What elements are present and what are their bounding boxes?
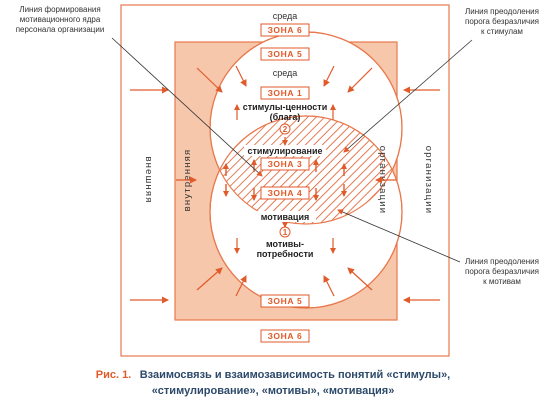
inner-vertical-arrows xyxy=(234,104,336,254)
zone-1: ЗОНА 1 xyxy=(260,86,310,100)
caption-line1: Взаимосвязь и взаимозависимость понятий … xyxy=(140,369,451,381)
svg-text:ЗОНА 6: ЗОНА 6 xyxy=(268,331,303,341)
svg-text:ЗОНА 6: ЗОНА 6 xyxy=(268,25,303,35)
lens-arrows xyxy=(223,159,347,201)
svg-text:ЗОНА 5: ЗОНА 5 xyxy=(268,49,303,59)
caption-line2: «стимулирование», «мотивы», «мотивация» xyxy=(152,385,395,397)
svg-text:персонала организации: персонала организации xyxy=(16,25,105,34)
text-stimulirovanie: стимулирование xyxy=(247,146,322,156)
svg-text:2: 2 xyxy=(283,125,288,134)
svg-text:Рис. 1. Взаимосвязь и вз: Рис. 1. Взаимосвязь и взаимозависимость … xyxy=(96,365,451,382)
svg-text:к стимулам: к стимулам xyxy=(481,27,523,36)
svg-text:мотивационного ядра: мотивационного ядра xyxy=(20,15,101,24)
zone-5-bottom: ЗОНА 5 xyxy=(260,294,310,308)
text-stimuly-blaga: (блага) xyxy=(270,112,301,122)
svg-text:ЗОНА 4: ЗОНА 4 xyxy=(268,188,303,198)
text-motivatsiya: мотивация xyxy=(261,212,310,222)
svg-text:1: 1 xyxy=(283,228,288,237)
callout-right-bottom: Линия преодоления порога безразличия к м… xyxy=(465,257,539,286)
svg-text:порога безразличия: порога безразличия xyxy=(465,17,539,26)
text-potrebnosti: потребности xyxy=(257,249,314,259)
marker-2: 2 xyxy=(279,123,291,135)
text-stimuly: стимулы-ценности xyxy=(243,102,328,112)
callout-right-top: Линия преодоления порога безразличия к с… xyxy=(465,7,539,36)
figure-caption: Рис. 1. Взаимосвязь и взаимозависимость … xyxy=(96,365,451,397)
svg-text:ЗОНА 5: ЗОНА 5 xyxy=(268,296,303,306)
zone-4: ЗОНА 4 xyxy=(260,186,310,200)
callout-lines xyxy=(111,37,473,263)
label-sreda-outer: среда xyxy=(273,11,298,21)
svg-text:Линия преодоления: Линия преодоления xyxy=(465,257,539,266)
inflow-arrows xyxy=(130,65,440,304)
label-sreda-inner: среда xyxy=(273,68,298,78)
svg-text:ЗОНА 3: ЗОНА 3 xyxy=(268,159,303,169)
svg-text:к мотивам: к мотивам xyxy=(483,277,521,286)
svg-text:Линия преодоления: Линия преодоления xyxy=(465,7,539,16)
zone-6-top: ЗОНА 6 xyxy=(260,23,310,37)
callout-left: Линия формирования мотивационного ядра п… xyxy=(16,5,105,34)
svg-text:ЗОНА 1: ЗОНА 1 xyxy=(268,88,303,98)
zone-5-top: ЗОНА 5 xyxy=(260,47,310,61)
zone-3: ЗОНА 3 xyxy=(260,157,310,171)
label-vneshnyaya: внешняя xyxy=(143,156,154,203)
svg-text:порога безразличия: порога безразличия xyxy=(465,267,539,276)
svg-text:Линия формирования: Линия формирования xyxy=(19,5,100,14)
label-organizatsii-outer: организации xyxy=(423,146,434,215)
zone-6-bottom: ЗОНА 6 xyxy=(260,329,310,343)
marker-1: 1 xyxy=(279,226,291,238)
text-motivy: мотивы- xyxy=(266,239,304,249)
caption-number: Рис. 1. xyxy=(96,369,132,381)
